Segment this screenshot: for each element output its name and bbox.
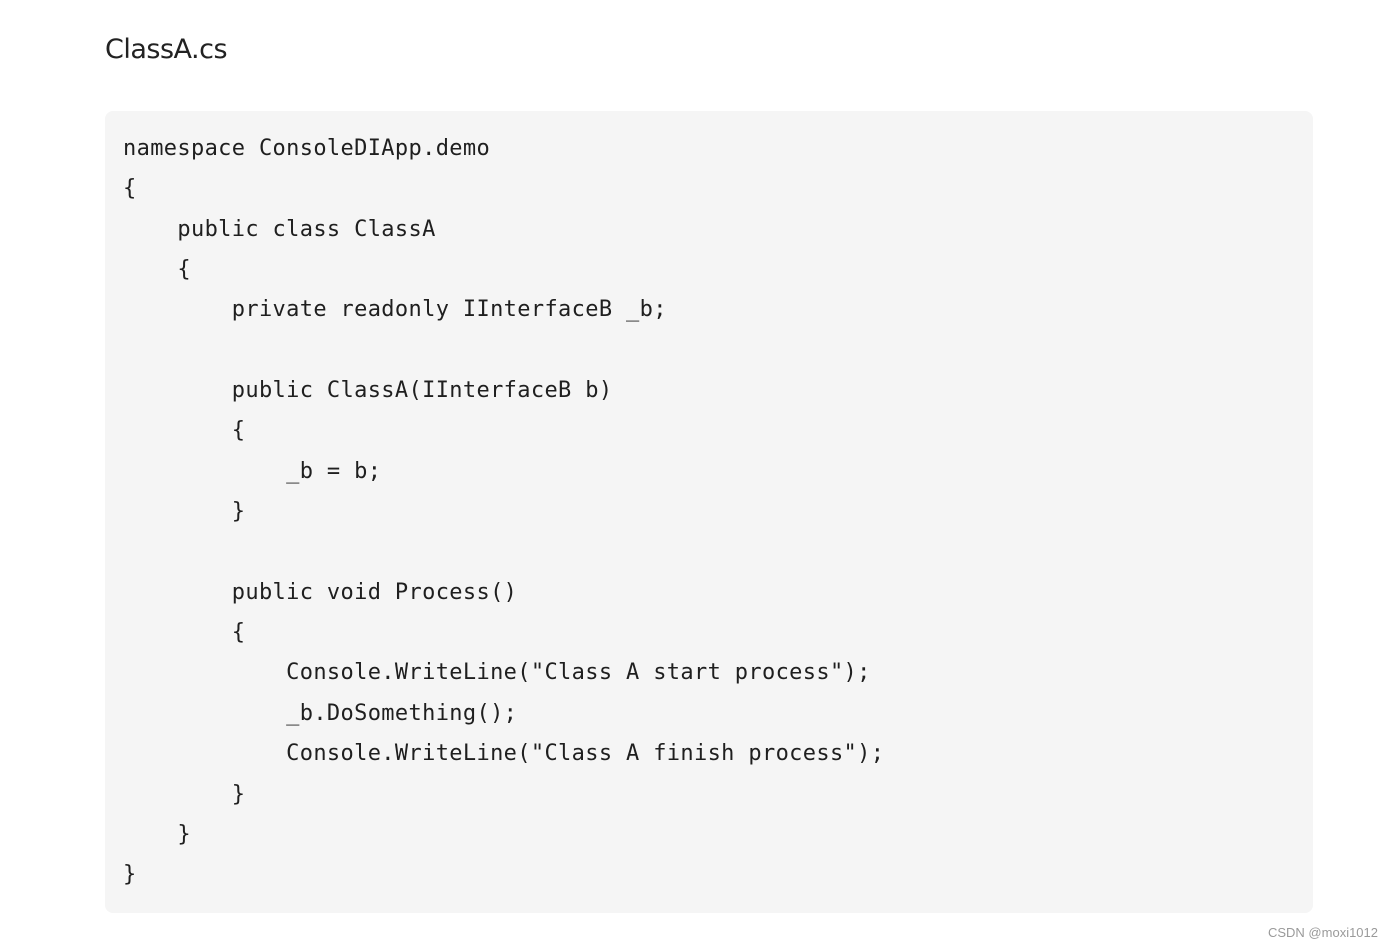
code-line: { <box>123 418 246 444</box>
code-block: namespace ConsoleDIApp.demo { public cla… <box>105 111 1313 913</box>
code-line <box>123 331 1313 371</box>
file-title: ClassA.cs <box>105 34 228 65</box>
code-line: public class ClassA <box>123 216 436 242</box>
watermark: CSDN @moxi1012 <box>1267 925 1378 940</box>
code-line: _b = b; <box>123 458 382 484</box>
code-line: Console.WriteLine("Class A start process… <box>123 660 871 686</box>
code-line: private readonly IInterfaceB _b; <box>123 297 667 323</box>
code-line: { <box>123 176 137 202</box>
code-line: } <box>123 862 137 888</box>
code-line: { <box>123 257 191 283</box>
code-line <box>123 532 1313 572</box>
code-line: { <box>123 620 246 646</box>
code-line: } <box>123 499 246 525</box>
code-line: Console.WriteLine("Class A finish proces… <box>123 741 885 767</box>
code-line: _b.DoSomething(); <box>123 700 518 726</box>
code-line: public ClassA(IInterfaceB b) <box>123 378 613 404</box>
code-line: public void Process() <box>123 579 518 605</box>
code-line: namespace ConsoleDIApp.demo <box>123 136 491 161</box>
code-line: } <box>123 821 191 847</box>
code-line: } <box>123 781 246 807</box>
